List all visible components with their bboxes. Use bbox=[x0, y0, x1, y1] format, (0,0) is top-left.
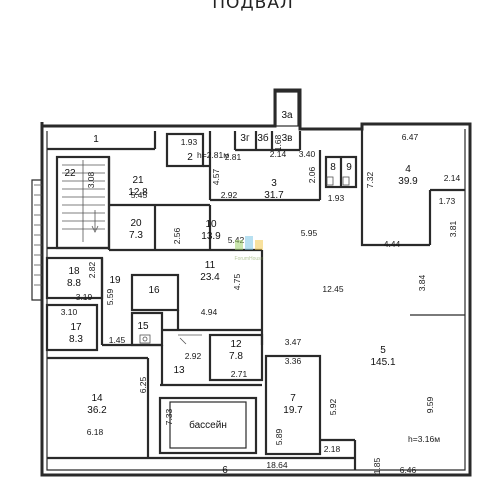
dimension-label: 6.46 bbox=[400, 465, 417, 475]
room-area-3: 31.7 bbox=[264, 190, 284, 201]
room-number-4: 4 bbox=[405, 164, 411, 175]
dimension-label: 2.06 bbox=[307, 166, 317, 183]
dimension-label: 1.93 bbox=[328, 193, 345, 203]
watermark-text: ForumHouse bbox=[235, 256, 264, 262]
room-number-14: 14 bbox=[91, 393, 103, 404]
room-number-7: 7 bbox=[290, 393, 296, 404]
room-area-11: 23.4 bbox=[200, 272, 220, 283]
dimension-label: 5.59 bbox=[105, 288, 115, 305]
room-area-21: 12.8 bbox=[128, 187, 148, 198]
room-number-21: 21 bbox=[132, 175, 144, 186]
room-area-20: 7.3 bbox=[129, 230, 143, 241]
dimension-label: 4.44 bbox=[384, 239, 401, 249]
stair-treads bbox=[62, 160, 105, 242]
room-number-3a: 3а bbox=[281, 110, 293, 121]
dimension-label: 4.57 bbox=[211, 168, 221, 185]
dimension-label: 6.25 bbox=[138, 376, 148, 393]
room-number-12: 12 bbox=[230, 339, 242, 350]
room-area-7: 19.7 bbox=[283, 405, 303, 416]
room-number-3b: 3б bbox=[257, 132, 269, 144]
room-number-10: 10 bbox=[205, 219, 217, 230]
room-number-6: 6 bbox=[222, 465, 228, 476]
dimension-label: 1.93 bbox=[181, 137, 198, 147]
dimension-label: 2.82 bbox=[87, 261, 97, 278]
room-area-10: 13.9 bbox=[201, 231, 221, 242]
dimension-label: 5.92 bbox=[328, 398, 338, 415]
dimension-label: 5.89 bbox=[274, 428, 284, 445]
dimension-label: 3.10 bbox=[61, 307, 78, 317]
dimension-label: 3.84 bbox=[417, 274, 427, 291]
dimension-label: 3.19 bbox=[76, 292, 93, 302]
dimension-label: 3.81 bbox=[448, 220, 458, 237]
room-number-1: 1 bbox=[93, 134, 99, 145]
dimension-label: 3.47 bbox=[285, 337, 302, 347]
dimension-label: 5.45 bbox=[131, 190, 148, 200]
dimension-label: 2.81 bbox=[225, 152, 242, 162]
room-number-9: 9 bbox=[346, 162, 352, 173]
dimension-label: 4.75 bbox=[232, 273, 242, 290]
dimension-label: 3.40 bbox=[299, 149, 316, 159]
room-number-13: 13 bbox=[173, 365, 185, 376]
dimension-label: 7.33 bbox=[164, 408, 174, 425]
dimension-label: 2.71 bbox=[231, 369, 248, 379]
room-number-17: 17 bbox=[70, 322, 82, 333]
dimension-label: 7.32 bbox=[365, 171, 375, 188]
fixtures bbox=[139, 176, 350, 345]
room-number-3g: 3г bbox=[240, 133, 250, 144]
room-area-14: 36.2 bbox=[87, 405, 107, 416]
dimension-label: 4.94 bbox=[201, 307, 218, 317]
room-number-19: 19 bbox=[109, 275, 121, 286]
room-number-22: 22 bbox=[64, 168, 76, 179]
dimension-label: 1.68 bbox=[273, 134, 283, 151]
dimension-label: 2.14 bbox=[444, 173, 461, 183]
room-number-11: 11 bbox=[205, 260, 216, 271]
dimension-label: 1.85 bbox=[372, 457, 382, 474]
dimension-label: 2.56 bbox=[172, 227, 182, 244]
dimension-label: 1.73 bbox=[439, 196, 456, 206]
dimension-label: 12.45 bbox=[322, 284, 344, 294]
dimension-label: 6.47 bbox=[402, 132, 419, 142]
room-number-3: 3 bbox=[271, 178, 277, 189]
room-number-3v: 3в bbox=[282, 133, 293, 144]
room-area-12: 7.8 bbox=[229, 351, 243, 362]
dimension-label: 2.92 bbox=[185, 351, 202, 361]
room-area-18: 8.8 bbox=[67, 278, 81, 289]
room-numbers: 1 2 3 3а 3б 3в 3г 4 5 6 7 8 9 10 11 12 1… bbox=[64, 110, 411, 476]
room-number-8: 8 bbox=[330, 162, 336, 173]
dimension-label: 3.08 bbox=[86, 171, 96, 188]
interior-wall-offset bbox=[46, 129, 466, 471]
plan-title: ПОДВАЛ bbox=[212, 0, 294, 13]
dimension-label: 9.59 bbox=[425, 396, 435, 413]
room-areas: 31.7 39.9 145.1 19.7 13.9 23.4 7.8 36.2 … bbox=[67, 176, 418, 416]
room-number-2: 2 bbox=[187, 152, 193, 163]
room-number-15: 15 bbox=[137, 321, 149, 332]
dimension-label: 2.14 bbox=[270, 149, 287, 159]
ceiling-height-label: h=2.81м bbox=[197, 150, 229, 160]
room-number-20: 20 bbox=[130, 218, 142, 229]
dimension-labels: 1.93 1.68 2.14 3.40 6.47 2.81 4.57 3.08 … bbox=[61, 132, 461, 475]
walls bbox=[31, 88, 472, 477]
dimension-label: 2.18 bbox=[324, 444, 341, 454]
pool-label: бассейн bbox=[189, 419, 227, 431]
room-area-5: 145.1 bbox=[370, 357, 395, 368]
room-number-16: 16 bbox=[148, 285, 160, 296]
dimension-label: 3.36 bbox=[285, 356, 302, 366]
dimension-label: 5.95 bbox=[301, 228, 318, 238]
room-area-4: 39.9 bbox=[398, 176, 418, 187]
room-number-5: 5 bbox=[380, 345, 386, 356]
dimension-label: 18.64 bbox=[266, 460, 288, 470]
room-area-17: 8.3 bbox=[69, 334, 83, 345]
ceiling-height-label: h=3.16м bbox=[408, 434, 440, 444]
dimension-label: 6.18 bbox=[87, 427, 104, 437]
watermark-logo: ForumHouse bbox=[235, 236, 264, 262]
dimension-label: 1.45 bbox=[109, 335, 126, 345]
room-number-18: 18 bbox=[68, 266, 80, 277]
dimension-label: 2.92 bbox=[221, 190, 238, 200]
entry-stair-outline bbox=[31, 179, 42, 301]
